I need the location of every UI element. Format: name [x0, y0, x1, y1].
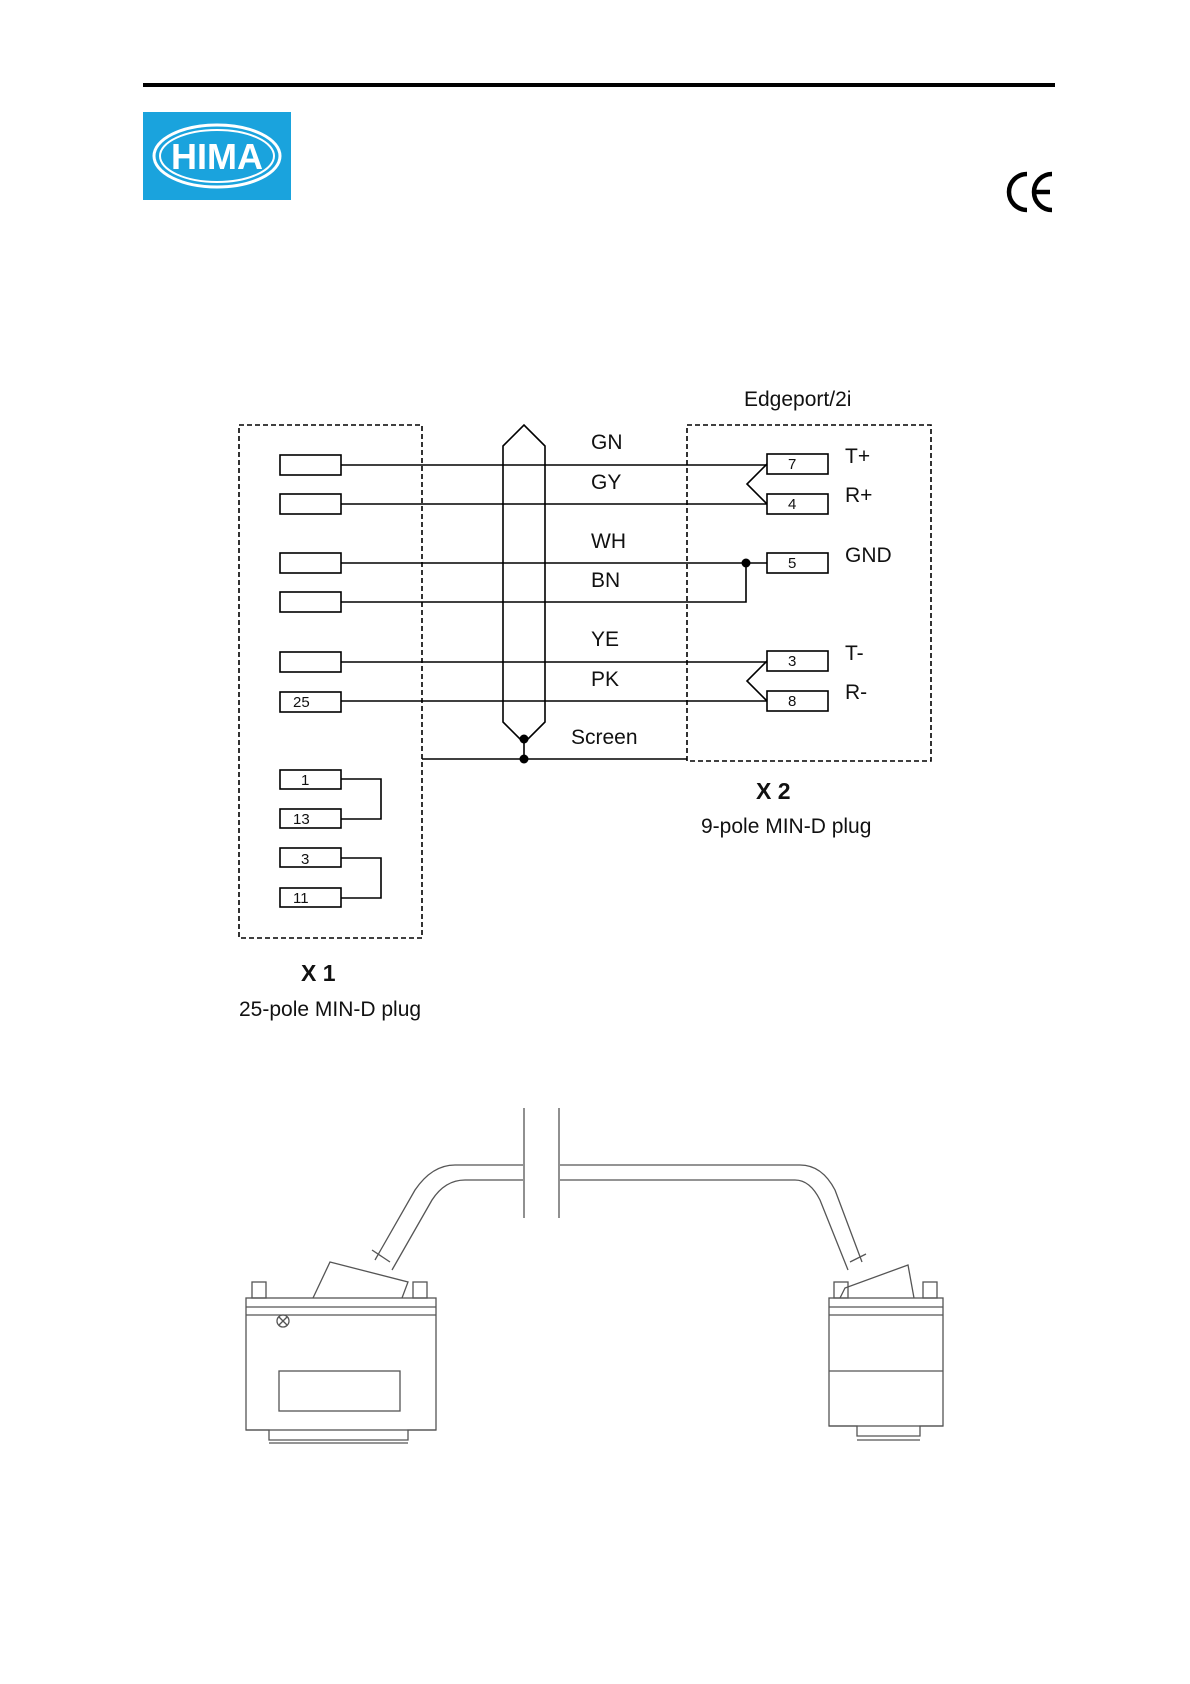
- x2-pin-7: 7: [788, 456, 796, 473]
- x1-connector-box: [239, 425, 422, 938]
- cable-drawing: [246, 1108, 943, 1443]
- x2-pin-8: 8: [788, 693, 796, 710]
- x2-signal-rminus: R-: [845, 681, 867, 704]
- x1-terminal: [280, 848, 341, 867]
- x2-signal-tplus: T+: [845, 445, 870, 468]
- wire-label-bn: BN: [591, 569, 620, 592]
- x2-pin-3: 3: [788, 653, 796, 670]
- x2-terminal: [767, 494, 828, 514]
- x1-terminal: [280, 455, 341, 475]
- x2-device-title: Edgeport/2i: [744, 388, 851, 411]
- x2-terminal: [767, 651, 828, 671]
- x2-terminal: [767, 454, 828, 474]
- wire-label-wh: WH: [591, 530, 626, 553]
- x1-terminal: [280, 592, 341, 612]
- x2-pin-5: 5: [788, 555, 796, 572]
- x1-name: X 1: [301, 960, 336, 986]
- x2-description: 9-pole MIN-D plug: [701, 815, 871, 838]
- x1-terminal: [280, 888, 341, 907]
- wire-label-gn: GN: [591, 431, 623, 454]
- x2-signal-tminus: T-: [845, 642, 864, 665]
- x1-terminal: [280, 770, 341, 789]
- x2-signal-rplus: R+: [845, 484, 872, 507]
- x1-pin-11: 11: [293, 890, 309, 907]
- x1-terminal: [280, 652, 341, 672]
- wire-label-pk: PK: [591, 668, 619, 691]
- x2-terminal: [767, 691, 828, 711]
- x1-terminal: [280, 692, 341, 712]
- x2-signal-gnd: GND: [845, 544, 892, 567]
- cable-shield: [503, 425, 545, 743]
- x1-pin-25: 25: [293, 694, 310, 711]
- x1-pin-13: 13: [293, 811, 310, 828]
- x2-name: X 2: [756, 778, 791, 804]
- x1-pin-3: 3: [301, 851, 309, 868]
- x1-terminal: [280, 494, 341, 514]
- x1-description: 25-pole MIN-D plug: [239, 998, 421, 1021]
- x1-pin-1: 1: [301, 772, 309, 789]
- x2-terminal: [767, 553, 828, 573]
- x1-terminal: [280, 809, 341, 828]
- x2-pin-4: 4: [788, 496, 796, 513]
- wire-label-ye: YE: [591, 628, 619, 651]
- wire-label-gy: GY: [591, 471, 621, 494]
- screen-label: Screen: [571, 726, 638, 749]
- x1-terminal: [280, 553, 341, 573]
